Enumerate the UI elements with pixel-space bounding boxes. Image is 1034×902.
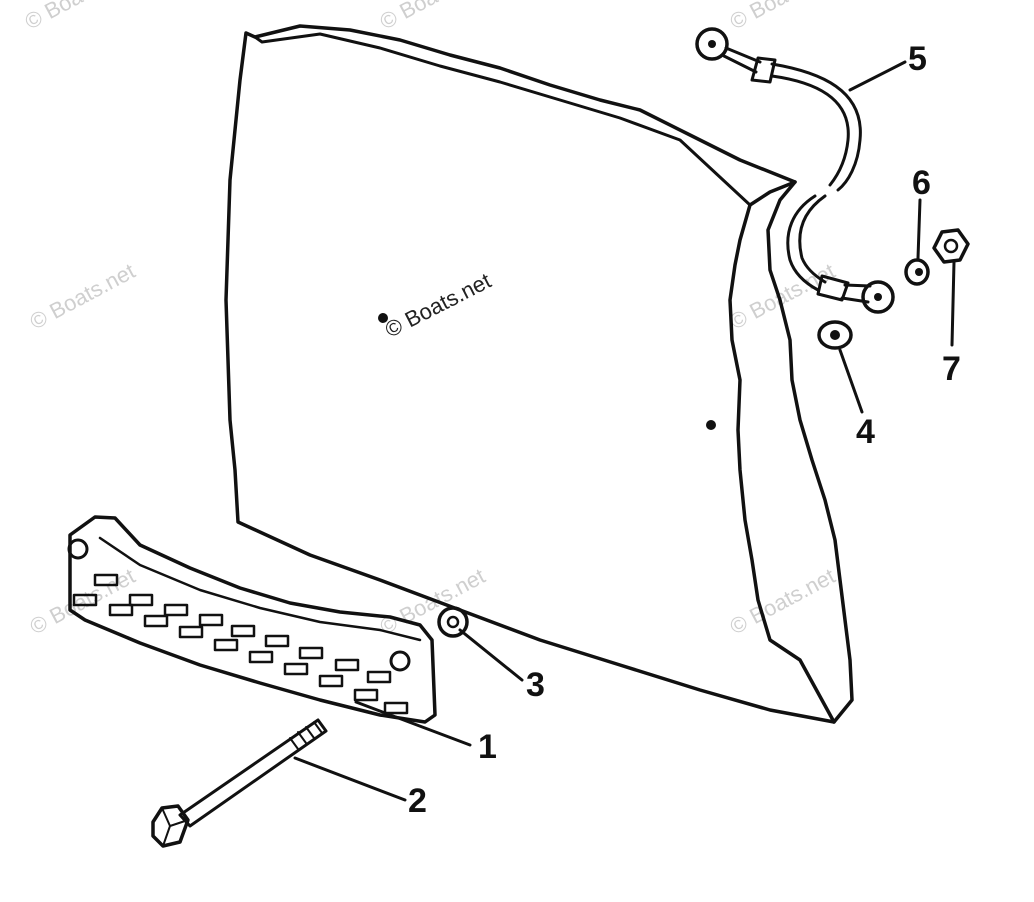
washer-part-4: [817, 320, 853, 350]
callout-2: 2: [408, 782, 427, 820]
transom-board: [224, 24, 854, 724]
bolt-part-2: [151, 718, 328, 848]
callout-labels: 1 2 3 4 5 6 7: [408, 40, 961, 820]
washer-part-3: [437, 606, 469, 638]
watermark: © Boats.net: [26, 258, 140, 334]
center-watermark: © Boats.net: [381, 268, 495, 343]
board-hole: [706, 420, 716, 430]
callout-3: 3: [526, 666, 545, 704]
callout-1: 1: [478, 728, 497, 766]
callout-7: 7: [942, 350, 961, 388]
bracket-hole: [67, 538, 89, 560]
bracket-hole: [389, 650, 411, 672]
watermark: © Boats.net: [726, 0, 840, 34]
lockwasher-part-6: [904, 258, 930, 286]
leader-lines: [293, 60, 956, 802]
watermark: © Boats.net: [376, 0, 490, 34]
bracket-part-1: [67, 515, 437, 724]
callout-5: 5: [908, 40, 927, 78]
watermark: © Boats.net: [21, 0, 135, 34]
watermark: © Boats.net: [26, 563, 140, 639]
nut-part-7: [932, 228, 970, 264]
callout-4: 4: [856, 413, 875, 451]
watermark: © Boats.net: [726, 563, 840, 639]
ground-strap-part-5: [695, 27, 895, 314]
bracket-slots: [72, 573, 409, 715]
board-hole: [378, 313, 388, 323]
callout-6: 6: [912, 164, 931, 202]
